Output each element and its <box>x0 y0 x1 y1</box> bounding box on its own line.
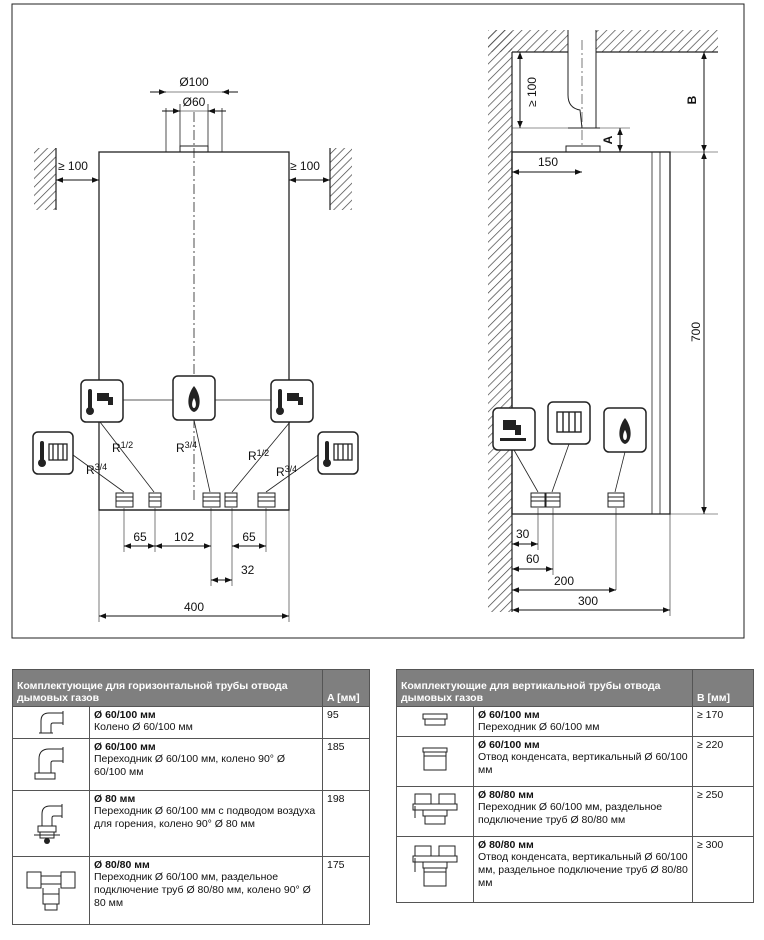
row-name: Ø 80/80 мм <box>94 859 150 871</box>
dim-32: 32 <box>241 563 255 577</box>
row-value: ≥ 300 <box>692 836 754 903</box>
ceiling <box>488 30 718 52</box>
row-desc: Переходник Ø 60/100 мм, колено 90° Ø 60/… <box>94 753 286 778</box>
row-desc: Колено Ø 60/100 мм <box>94 721 193 733</box>
hot-water-icon-2 <box>270 379 314 423</box>
clearance-top: ≥ 100 <box>525 77 539 107</box>
adapter-elbow-icon <box>12 738 90 791</box>
conn-label-r1: R1/2 <box>112 440 133 455</box>
dim-102: 102 <box>174 530 194 544</box>
row-desc: Переходник Ø 60/100 мм <box>478 721 600 733</box>
dim-60: 60 <box>526 552 540 566</box>
row-name: Ø 60/100 мм <box>94 709 156 721</box>
row-value: 185 <box>322 738 370 791</box>
heating-radiator-icon-side <box>547 401 591 445</box>
air-intake-elbow-icon <box>12 790 90 857</box>
left-wall <box>34 148 56 210</box>
row-desc: Переходник Ø 60/100 мм с подводом воздух… <box>94 805 316 830</box>
row-value: ≥ 170 <box>692 706 754 737</box>
dim-d100: Ø100 <box>179 75 209 89</box>
dim-b: B <box>685 95 699 104</box>
row-value: 95 <box>322 706 370 739</box>
dim-d60: Ø60 <box>183 95 206 109</box>
dim-30: 30 <box>516 527 530 541</box>
row-desc: Отвод конденсата, вертикальный Ø 60/100 … <box>478 751 688 776</box>
row-desc: Переходник Ø 60/100 мм, раздельное подкл… <box>94 871 311 909</box>
split-adapter-icon <box>396 786 474 837</box>
hot-water-icon-side <box>492 407 536 451</box>
dim-700: 700 <box>689 322 703 342</box>
condensate-split-icon <box>396 836 474 903</box>
row-name: Ø 60/100 мм <box>94 741 156 753</box>
dim-150: 150 <box>538 155 558 169</box>
conn-label-r4: R3/4 <box>276 464 297 479</box>
row-name: Ø 80/80 мм <box>478 789 534 801</box>
elbow-icon <box>12 706 90 739</box>
gas-flame-icon-side <box>603 407 647 453</box>
front-view: Ø100 Ø60 ≥ 100 ≥ 100 <box>32 75 359 622</box>
dim-a: A <box>601 135 615 144</box>
horizontal-table-header: Комплектующие для горизонтальной трубы о… <box>12 669 323 707</box>
dim-400: 400 <box>184 600 204 614</box>
installation-drawing: Ø100 Ø60 ≥ 100 ≥ 100 <box>11 3 745 639</box>
row-name: Ø 80/80 мм <box>478 839 534 851</box>
side-view: ≥ 100 A B 150 700 <box>488 30 718 616</box>
row-value: 198 <box>322 790 370 857</box>
horizontal-table-value-header: A [мм] <box>322 669 370 707</box>
row-name: Ø 60/100 мм <box>478 709 540 721</box>
split-elbow-icon <box>12 856 90 925</box>
gas-flame-icon <box>172 375 216 421</box>
right-wall <box>330 148 352 210</box>
adapter-icon <box>396 706 474 737</box>
vertical-table-value-header: B [мм] <box>692 669 754 707</box>
conn-label-r2: R3/4 <box>86 462 107 477</box>
vertical-flue-table: Комплектующие для вертикальной трубы отв… <box>396 669 754 903</box>
heating-radiator-icon <box>32 431 74 475</box>
drawing-frame <box>11 3 745 639</box>
dim-65-right: 65 <box>242 530 256 544</box>
condensate-outlet-icon <box>396 736 474 787</box>
hot-water-icon <box>80 379 124 423</box>
horizontal-flue-table: Комплектующие для горизонтальной трубы о… <box>12 669 370 925</box>
heating-radiator-icon-2 <box>317 431 359 475</box>
row-desc: Переходник Ø 60/100 мм, раздельное подкл… <box>478 801 663 826</box>
row-name: Ø 80 мм <box>94 793 136 805</box>
conn-label-r3: R1/2 <box>248 448 269 463</box>
clearance-left: ≥ 100 <box>58 159 88 173</box>
row-value: ≥ 220 <box>692 736 754 787</box>
conn-label-r5: R3/4 <box>176 440 197 455</box>
rear-wall <box>488 30 512 612</box>
row-name: Ø 60/100 мм <box>478 739 540 751</box>
row-value: 175 <box>322 856 370 925</box>
dim-200: 200 <box>554 574 574 588</box>
vertical-table-header: Комплектующие для вертикальной трубы отв… <box>396 669 693 707</box>
pipe-connections <box>115 492 276 508</box>
boiler-side <box>511 151 671 515</box>
row-desc: Отвод конденсата, вертикальный Ø 60/100 … <box>478 851 688 889</box>
dim-65-left: 65 <box>133 530 147 544</box>
clearance-right: ≥ 100 <box>290 159 320 173</box>
row-value: ≥ 250 <box>692 786 754 837</box>
dim-300: 300 <box>578 594 598 608</box>
